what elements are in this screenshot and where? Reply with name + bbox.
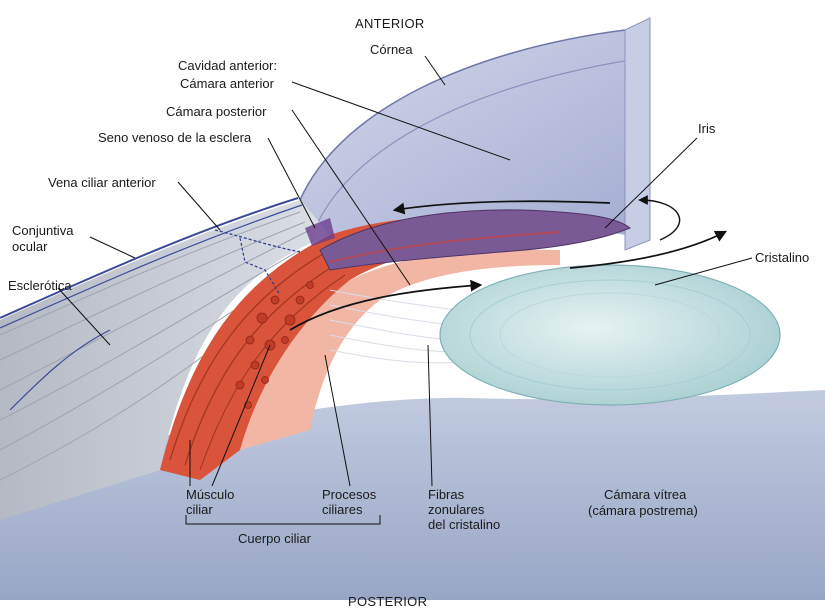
label-posterior: POSTERIOR (348, 594, 428, 609)
flow-arrow-4 (638, 195, 681, 241)
label-ciliary-processes-2: ciliares (322, 502, 363, 517)
label-conjunctiva-1: Conjuntiva (12, 223, 74, 238)
label-lens: Cristalino (755, 250, 810, 265)
iris-shape (319, 209, 631, 271)
label-conjunctiva-2: ocular (12, 239, 48, 254)
ciliary-processes-area (240, 249, 560, 450)
label-venous-sinus: Seno venoso de la esclera (98, 130, 252, 145)
label-sclera: Esclerótica (8, 278, 72, 293)
label-zonular-3: del cristalino (428, 517, 501, 532)
label-anterior: ANTERIOR (355, 16, 425, 31)
label-vitreous-2: (cámara postrema) (588, 503, 698, 518)
conjunctiva-line (0, 197, 299, 319)
label-ciliary-muscle-2: ciliar (186, 502, 213, 517)
venous-sinus (305, 218, 335, 246)
label-anterior-chamber: Cámara anterior (180, 76, 274, 91)
label-zonular-1: Fibras (428, 487, 465, 502)
flow-arrow-3 (289, 279, 483, 331)
label-iris: Iris (698, 121, 716, 136)
label-cornea: Córnea (370, 42, 413, 57)
label-anterior-cavity: Cavidad anterior: (178, 58, 277, 73)
label-zonular-2: zonulares (428, 502, 485, 517)
label-ciliary-body: Cuerpo ciliar (238, 531, 311, 546)
label-ciliary-vein: Vena ciliar anterior (48, 175, 156, 190)
label-vitreous-1: Cámara vítrea (604, 487, 687, 502)
flow-arrow-1 (392, 200, 611, 215)
sclera-band (0, 200, 330, 520)
label-posterior-chamber: Cámara posterior (166, 104, 267, 119)
label-ciliary-processes-1: Procesos (322, 487, 377, 502)
lens-shape (439, 264, 781, 406)
label-ciliary-muscle-1: Músculo (186, 487, 235, 502)
flow-arrow-2 (569, 230, 728, 269)
cornea-shape (300, 30, 650, 240)
